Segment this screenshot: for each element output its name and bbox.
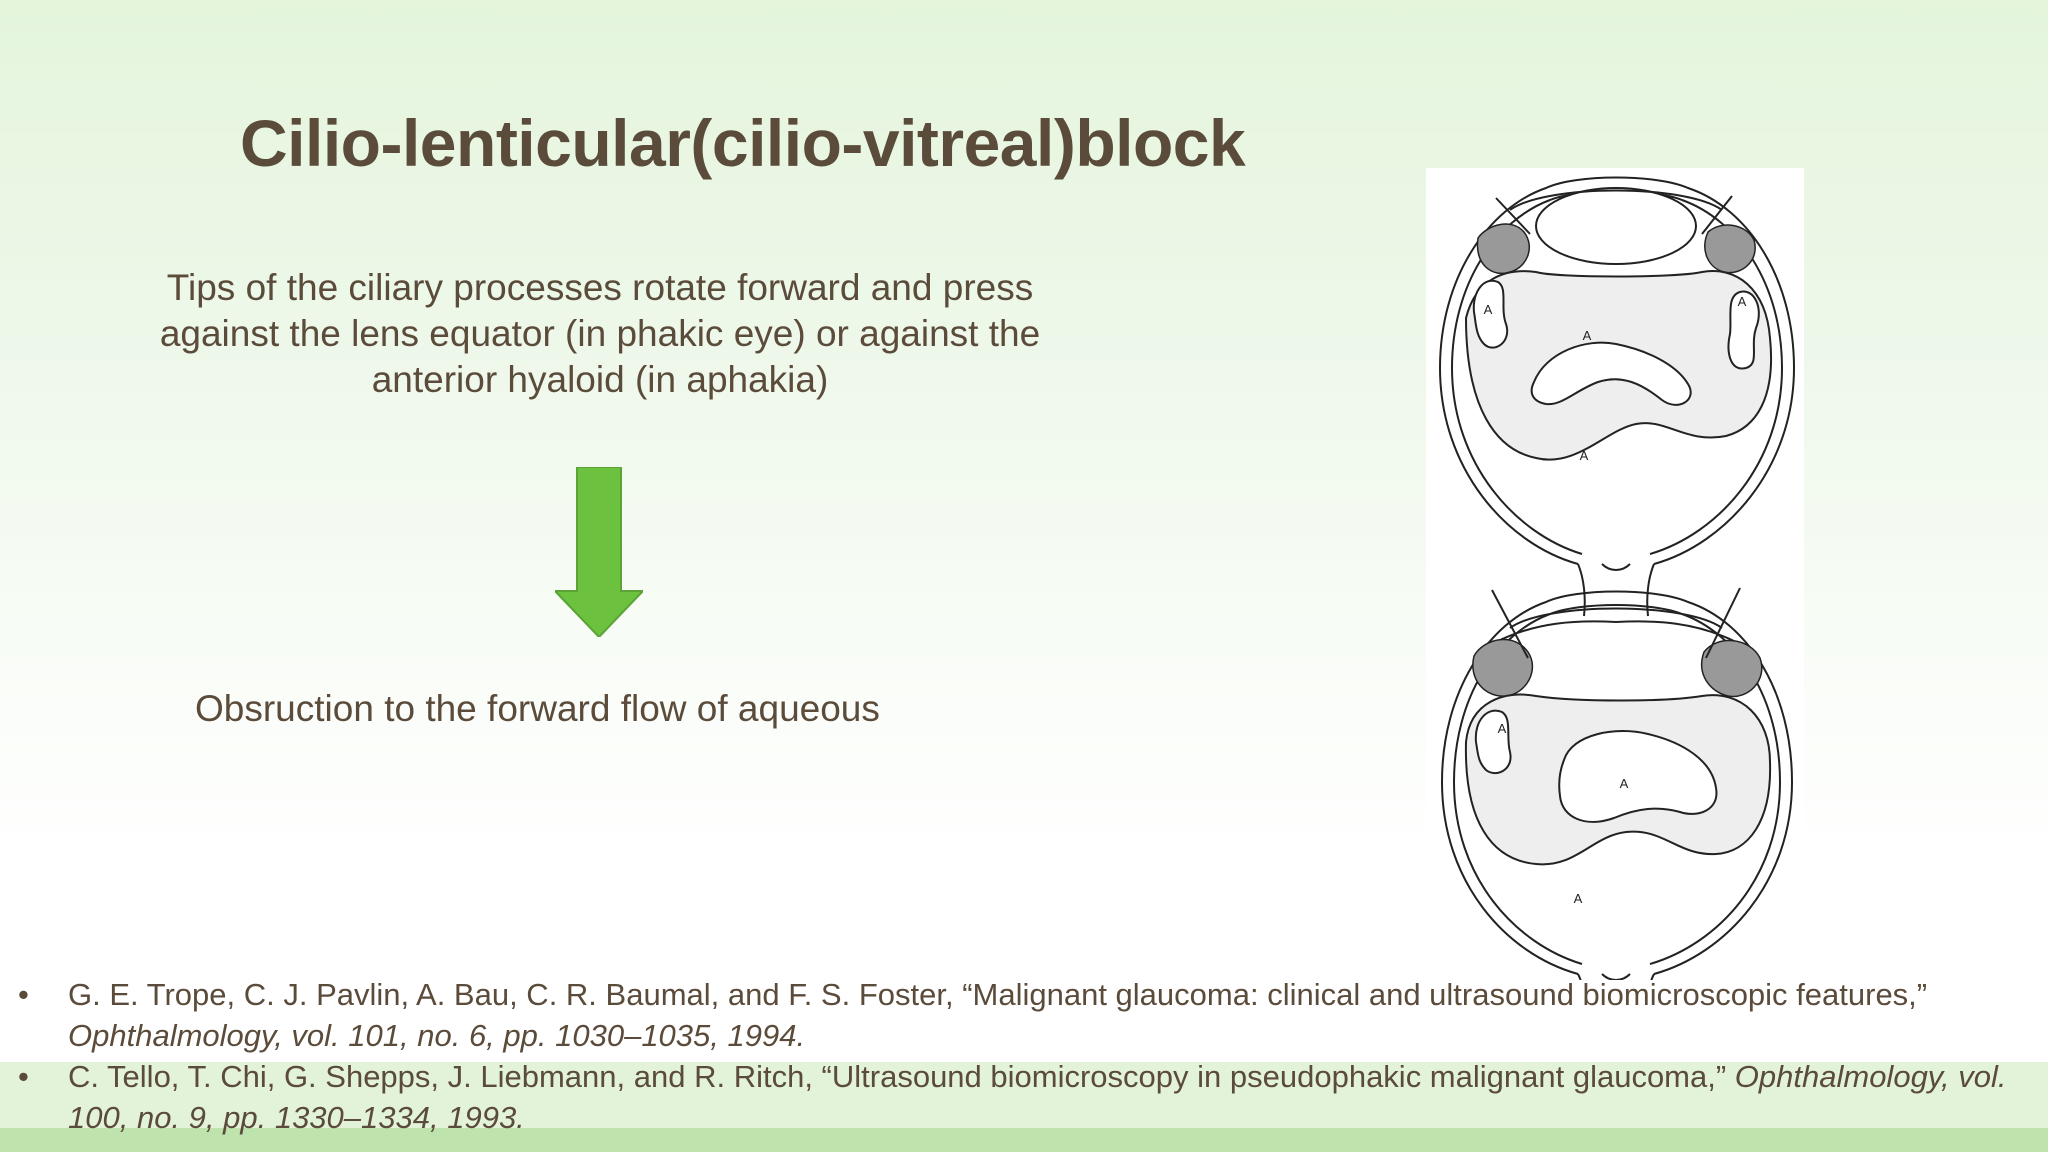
reference-journal: Ophthalmology, vol. 100, no. 9, pp. 1330… [68, 1059, 2007, 1135]
obstruction-text: Obsruction to the forward flow of aqueou… [195, 688, 880, 729]
eye-diagram-aphakic [1440, 587, 1794, 980]
reference-item: • G. E. Trope, C. J. Pavlin, A. Bau, C. … [0, 974, 2048, 1056]
figure-label: A [1484, 302, 1493, 317]
references-list: • G. E. Trope, C. J. Pavlin, A. Bau, C. … [0, 974, 2048, 1138]
bullet: • [18, 977, 29, 1012]
reference-item: • C. Tello, T. Chi, G. Shepps, J. Liebma… [0, 1056, 2048, 1138]
footer-band-accent [0, 1128, 2048, 1152]
figure-label: A [1498, 721, 1507, 736]
footer-band [0, 1062, 2048, 1128]
eye-diagram-svg: A A A A A A A [1438, 176, 1796, 980]
reference-text: C. Tello, T. Chi, G. Shepps, J. Liebmann… [68, 1059, 1735, 1094]
figure-label: A [1620, 776, 1629, 791]
figure-label: A [1738, 294, 1747, 309]
eye-diagram: A A A A A A A [1426, 168, 1804, 980]
figure-label: A [1583, 328, 1592, 343]
figure-label: A [1574, 891, 1583, 906]
tips-line: anterior hyaloid (in aphakia) [371, 359, 829, 400]
reference-journal: Ophthalmology, vol. 101, no. 6, pp. 1030… [68, 1018, 806, 1053]
tips-line: against the lens equator (in phakic eye)… [159, 313, 1041, 354]
down-arrow-icon [555, 467, 643, 637]
reference-text: G. E. Trope, C. J. Pavlin, A. Bau, C. R.… [68, 977, 1928, 1012]
eye-diagram-phakic [1438, 176, 1796, 617]
tips-line: Tips of the ciliary processes rotate for… [166, 267, 1034, 308]
slide-title: Cilio-lenticular(cilio-vitreal)block [240, 106, 1246, 180]
bullet: • [18, 1059, 29, 1094]
figure-label: A [1580, 448, 1589, 463]
tips-paragraph: Tips of the ciliary processes rotate for… [110, 265, 1090, 403]
